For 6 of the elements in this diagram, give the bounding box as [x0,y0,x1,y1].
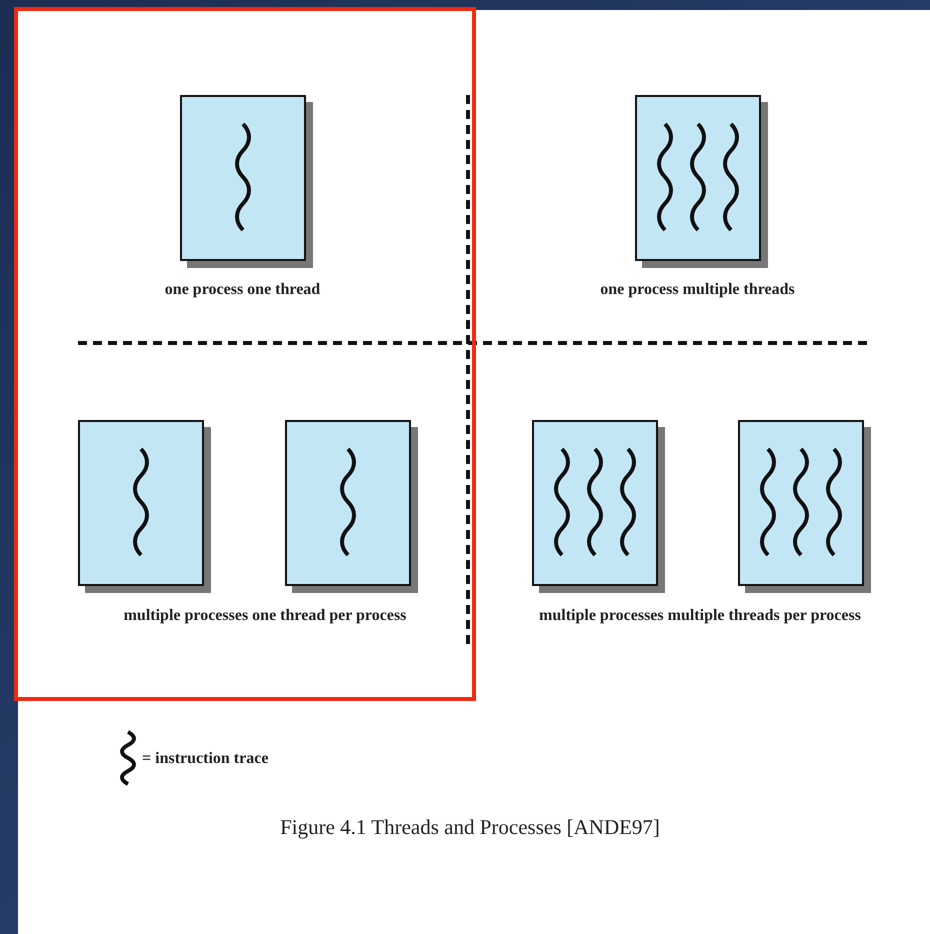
caption-text: one process one thread [164,280,322,300]
caption-text: one process multiple threads [599,280,796,300]
caption-text: multiple processes multiple threads per process [538,606,862,626]
legend-text: = instruction trace [142,749,268,769]
figure-caption: Figure 4.1 Threads and Processes [ANDE97] [279,815,661,840]
caption-text: multiple processes one thread per process [122,606,408,626]
